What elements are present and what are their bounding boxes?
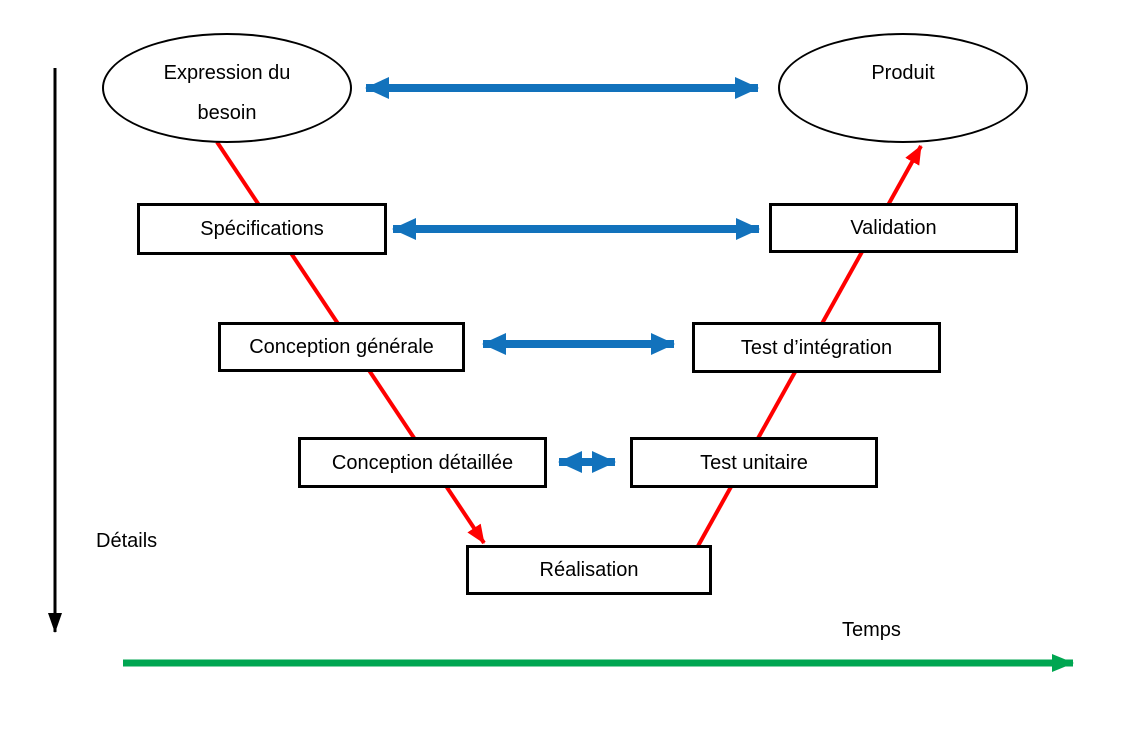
node-label: Validation: [850, 217, 937, 239]
details-axis-label: Détails: [96, 530, 158, 552]
node-validation: Validation: [769, 203, 1018, 253]
node-label: Réalisation: [539, 559, 639, 581]
node-label: Test unitaire: [700, 451, 808, 474]
node-conception-detaillee: Conception détaillée: [298, 437, 547, 488]
node-label: Spécifications: [200, 218, 324, 240]
node-test-integration: Test d’intégration: [692, 322, 941, 373]
node-produit: Produit: [778, 33, 1028, 143]
node-specifications: Spécifications: [137, 203, 387, 255]
temps-axis-label: Temps: [842, 619, 901, 641]
node-realisation: Réalisation: [466, 545, 712, 595]
node-label: Conception générale: [249, 336, 434, 358]
node-label: Expression du: [163, 62, 291, 84]
node-label: Produit: [871, 62, 935, 84]
node-label: besoin: [197, 102, 257, 124]
node-label: Conception détaillée: [331, 451, 514, 474]
node-expression-du-besoin: Expression du besoin: [102, 33, 352, 143]
node-test-unitaire: Test unitaire: [630, 437, 878, 488]
node-conception-generale: Conception générale: [218, 322, 465, 372]
node-label: Test d’intégration: [740, 336, 893, 359]
